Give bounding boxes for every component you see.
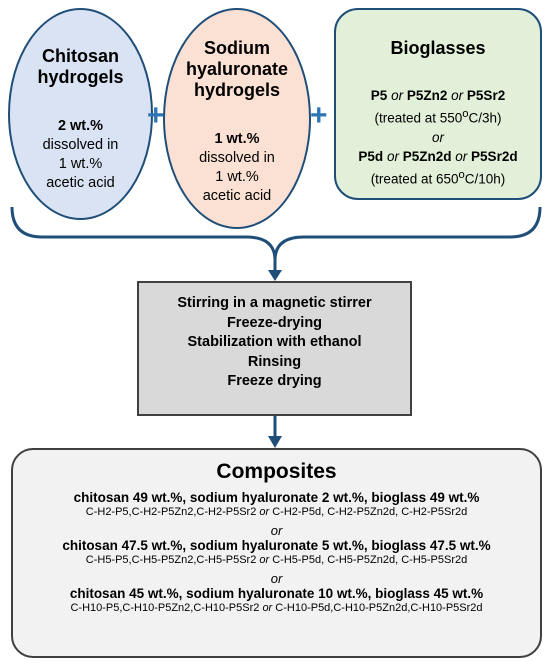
bioglasses-title: Bioglasses — [390, 38, 486, 58]
process-step: Freeze-drying — [226, 314, 323, 331]
composites-box: Composites chitosan 49 wt.%, sodium hyal… — [11, 448, 542, 658]
hyaluronate-description: 1 wt.% dissolved in 1 wt.% acetic acid — [199, 131, 275, 204]
composite-formulation: chitosan 45 wt.%, sodium hyaluronate 10 … — [69, 586, 484, 601]
process-step: Stabilization with ethanol — [187, 334, 362, 350]
plus-icon: + — [310, 99, 328, 132]
hyaluronate-title: Sodium hyaluronate hydrogels — [185, 38, 289, 100]
chitosan-hydrogels-node: Chitosan hydrogels 2 wt.% dissolved in 1… — [8, 8, 153, 220]
bioglasses-node: Bioglasses P5 or P5Zn2 or P5Sr2 (treated… — [334, 8, 542, 200]
bioglass-group-1-treatment: (treated at 550oC/3h) — [374, 108, 502, 126]
sodium-hyaluronate-hydrogels-node: Sodium hyaluronate hydrogels 1 wt.% diss… — [163, 8, 311, 229]
process-step: Freeze drying — [227, 373, 322, 389]
chitosan-title: Chitosan hydrogels — [37, 46, 124, 87]
composites-title: Composites — [216, 460, 337, 483]
bioglass-group-1: P5 or P5Zn2 or P5Sr2 — [370, 88, 506, 103]
composite-or: or — [270, 571, 283, 586]
composite-codes: C-H5-P5,C-H5-P5Zn2,C-H5-P5Sr2 or C-H5-P5… — [85, 554, 468, 566]
process-steps-box: Stirring in a magnetic stirrer Freeze-dr… — [137, 281, 412, 416]
process-step: Rinsing — [247, 353, 302, 370]
composite-codes: C-H2-P5,C-H2-P5Zn2,C-H2-P5Sr2 or C-H2-P5… — [85, 506, 468, 518]
bioglasses-options: P5 or P5Zn2 or P5Sr2 (treated at 550oC/3… — [336, 86, 540, 188]
chitosan-description: 2 wt.% dissolved in 1 wt.% acetic acid — [42, 118, 119, 191]
composite-formulation: chitosan 49 wt.%, sodium hyaluronate 2 w… — [73, 490, 480, 505]
composite-or: or — [270, 523, 283, 538]
arrow-to-process-head — [268, 270, 282, 281]
arrow-to-composites-head — [268, 436, 282, 448]
composite-formulation: chitosan 47.5 wt.%, sodium hyaluronate 5… — [62, 538, 491, 553]
plus-icon: + — [147, 99, 165, 132]
bioglass-group-2-treatment: (treated at 650oC/10h) — [370, 168, 506, 187]
bioglass-group-2: P5d or P5Zn2d or P5Sr2d — [358, 148, 518, 164]
process-step: Stirring in a magnetic stirrer — [177, 295, 372, 311]
bioglass-or: or — [431, 129, 444, 145]
composite-codes: C-H10-P5,C-H10-P5Zn2,C-H10-P5Sr2 or C-H1… — [70, 602, 483, 614]
